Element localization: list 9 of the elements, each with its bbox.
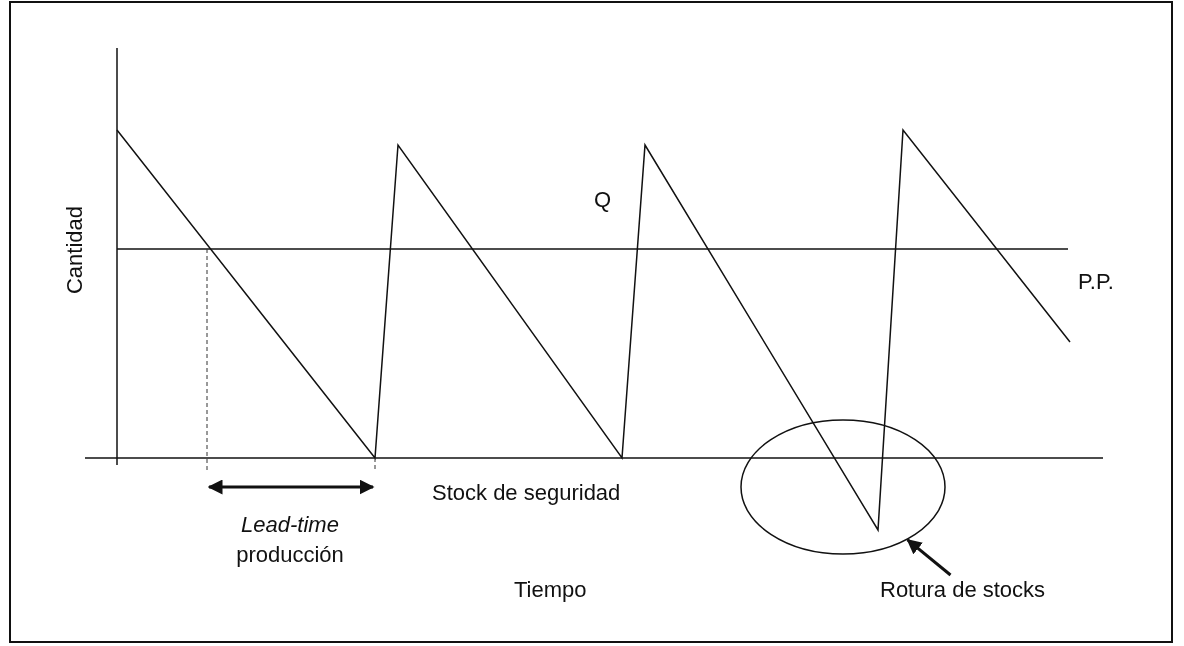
quantity-label: Q xyxy=(594,186,612,214)
callout-label: Rotura de stocks xyxy=(880,575,1046,605)
line-label: Stock de seguridad xyxy=(432,479,621,507)
highlight-circle xyxy=(740,419,946,555)
dimension-label: Lead-time producción xyxy=(235,511,345,569)
axis-title: Cantidad xyxy=(61,204,88,297)
axis-title: Tiempo xyxy=(514,576,587,604)
leader-line xyxy=(906,538,952,577)
reorder-point-label: P.P. xyxy=(1078,268,1114,296)
